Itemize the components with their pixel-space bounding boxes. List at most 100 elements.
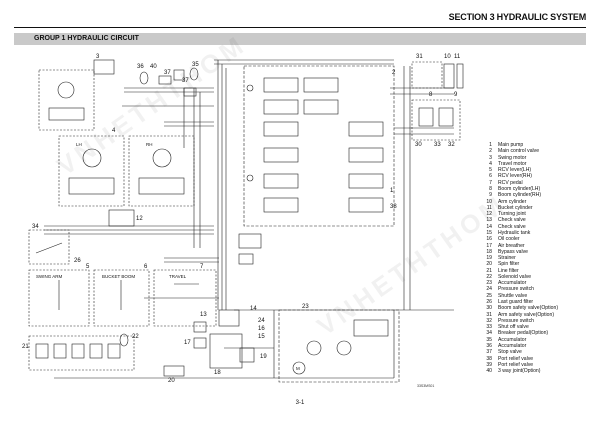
three-way-joint	[158, 75, 172, 85]
callout: 10	[444, 54, 451, 60]
legend-number: 25	[486, 292, 492, 299]
legend-label: Oil cooler	[498, 236, 520, 243]
legend-number: 26	[486, 299, 492, 306]
legend-number: 21	[486, 267, 492, 274]
spool	[263, 197, 299, 213]
legend-number: 8	[489, 185, 492, 192]
accumulator-symbol	[139, 71, 149, 85]
solenoid-valve	[53, 343, 67, 359]
legend-number: 1	[489, 142, 492, 148]
spool	[263, 173, 299, 189]
legend-number: 4	[489, 160, 492, 167]
spin-filter	[239, 347, 255, 363]
legend-label: Stop valve	[498, 349, 522, 356]
swing-motor-block	[38, 69, 95, 131]
legend-number: 12	[486, 211, 492, 218]
main-control-valve-block	[243, 65, 395, 227]
callout: 6	[144, 264, 148, 270]
callout: 31	[416, 54, 423, 60]
swing-motor-symbol	[57, 81, 75, 99]
air-breather	[193, 337, 207, 349]
swing-brake-valve	[48, 107, 85, 121]
legend-number: 35	[486, 336, 492, 343]
callout: 26	[74, 258, 81, 264]
legend-label: Breaker pedal(Option)	[498, 330, 549, 337]
swing-relief-valve	[93, 59, 115, 75]
callout: 34	[32, 224, 39, 230]
legend-label: Hydraulic tank	[498, 229, 531, 236]
legend-label: 3 way joint(Option)	[498, 368, 541, 375]
legend-number: 6	[489, 173, 492, 180]
solenoid-valve	[71, 343, 85, 359]
callout: 14	[250, 306, 257, 312]
diagram-label-rh: RH	[146, 142, 153, 147]
legend-item: 26 Last guard filter	[478, 299, 590, 305]
stop-valve	[173, 69, 185, 81]
solenoid-valve	[35, 343, 49, 359]
callout: 12	[136, 216, 143, 222]
boom-safety-valve	[438, 107, 454, 127]
legend-label: Main control valve	[498, 148, 540, 155]
legend-label: Accumulator	[498, 343, 527, 349]
spool	[263, 99, 299, 115]
hydraulic-tank	[209, 333, 243, 369]
legend-number: 31	[486, 311, 492, 318]
legend-number: 24	[486, 286, 492, 293]
document-code: 33S3MS01	[417, 384, 435, 388]
legend-label: Arm cylinder	[498, 198, 527, 205]
legend-label: Shut off valve	[498, 324, 529, 331]
legend-number: 20	[486, 261, 492, 268]
legend-number: 9	[489, 192, 492, 199]
callout: 24	[258, 318, 265, 324]
legend-label: Bucket cylinder	[498, 204, 533, 211]
accumulator-symbol	[119, 333, 129, 347]
legend-label: Bypass valve	[498, 248, 529, 255]
legend-number: 39	[486, 361, 492, 368]
callout: 4	[112, 128, 116, 134]
spool	[348, 121, 384, 137]
pump-symbol	[336, 340, 352, 356]
spool	[348, 147, 384, 163]
spool	[263, 77, 299, 93]
arm-safety-valve-block	[411, 61, 443, 89]
legend-label: Line filter	[498, 267, 519, 274]
legend-label: Port relief valve	[498, 361, 534, 368]
legend-label: RCV lever(RH)	[498, 173, 532, 180]
callout: 23	[302, 304, 309, 310]
travel-motor-symbol	[82, 148, 102, 168]
spool	[348, 173, 384, 189]
shuttle-valve	[238, 233, 262, 249]
callout: 20	[168, 378, 175, 384]
legend-label: Strainer	[498, 255, 516, 262]
legend-number: 19	[486, 255, 492, 262]
callout: 21	[22, 344, 29, 350]
legend-label: Last guard filter	[498, 299, 534, 306]
stop-valve	[183, 87, 197, 97]
legend-item: 39 Port relief valve	[478, 362, 590, 368]
rcv-pedal-block	[153, 269, 217, 327]
callout: 9	[454, 92, 458, 98]
oil-cooler	[218, 309, 240, 327]
legend-item: 21 Line filter	[478, 268, 590, 274]
relief-valve-symbol	[246, 84, 254, 92]
legend-number: 10	[486, 198, 492, 205]
callout: 19	[260, 354, 267, 360]
callout: 30	[415, 142, 422, 148]
legend-number: 13	[486, 217, 492, 224]
